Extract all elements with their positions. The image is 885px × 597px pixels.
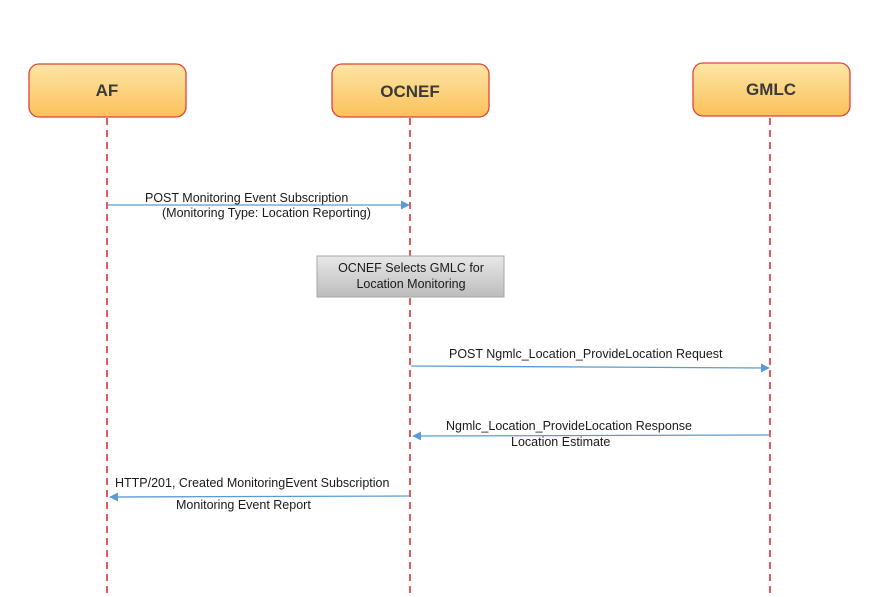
note-line: OCNEF Selects GMLC for xyxy=(338,261,484,275)
message-provide-location-request: POST Ngmlc_Location_ProvideLocation Requ… xyxy=(410,347,770,373)
actor-ocnef: OCNEF xyxy=(331,63,490,118)
message-label: POST Ngmlc_Location_ProvideLocation Requ… xyxy=(449,347,723,361)
actor-af: AF xyxy=(28,63,187,118)
note-line: Location Monitoring xyxy=(356,277,465,291)
note-ocnef-selects-gmlc: OCNEF Selects GMLC for Location Monitori… xyxy=(316,255,505,298)
message-subscription-created: HTTP/201, Created MonitoringEvent Subscr… xyxy=(109,476,410,512)
message-provide-location-response: Ngmlc_Location_ProvideLocation Response … xyxy=(412,419,770,449)
message-label: Ngmlc_Location_ProvideLocation Response xyxy=(446,419,692,433)
message-label: Monitoring Event Report xyxy=(176,498,311,512)
actor-gmlc: GMLC xyxy=(692,62,851,117)
message-label: Location Estimate xyxy=(511,435,610,449)
message-label: POST Monitoring Event Subscription xyxy=(145,191,348,205)
actor-af-label: AF xyxy=(96,81,119,100)
message-subscription-request: POST Monitoring Event Subscription (Moni… xyxy=(108,191,410,220)
actor-ocnef-label: OCNEF xyxy=(380,82,440,101)
actor-gmlc-label: GMLC xyxy=(746,80,796,99)
message-label: (Monitoring Type: Location Reporting) xyxy=(162,206,371,220)
message-label: HTTP/201, Created MonitoringEvent Subscr… xyxy=(115,476,389,490)
